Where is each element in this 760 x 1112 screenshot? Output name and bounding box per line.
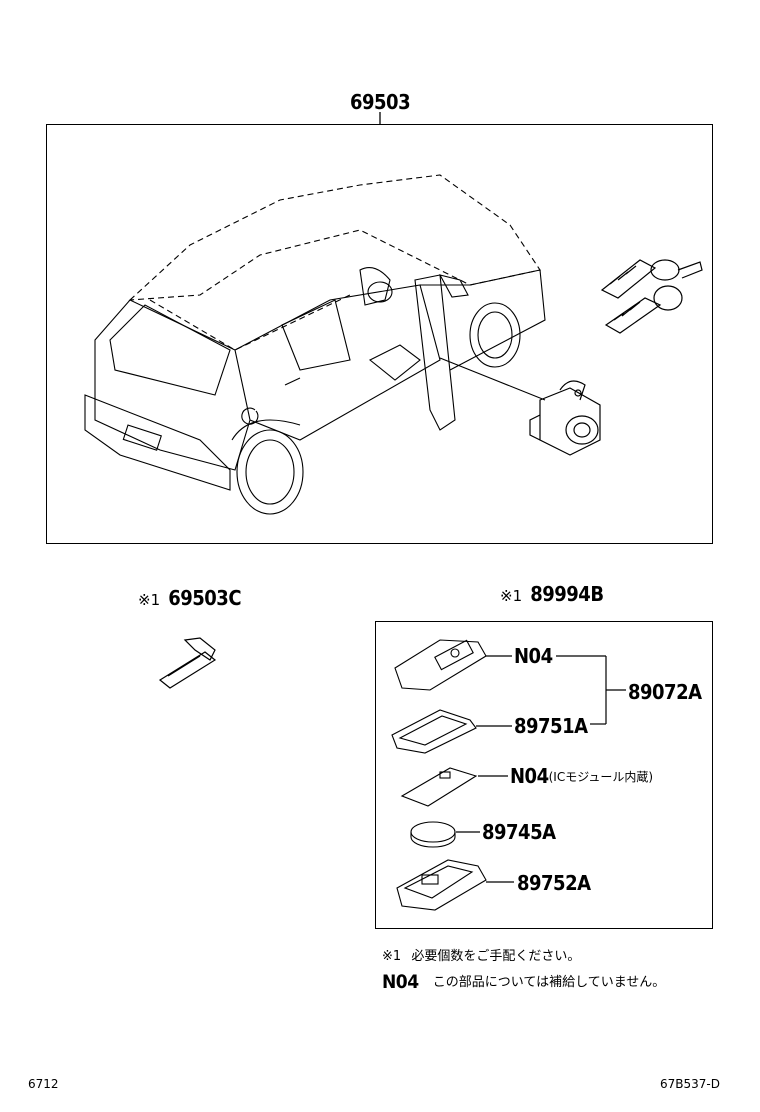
callout-n04-lower[interactable]: N04(ICモジュール内蔵) [510, 766, 653, 787]
note-mark: ※1 [382, 949, 402, 964]
footer-page-code: 6712 [28, 1077, 59, 1091]
note-text: この部品については補給していません。 [432, 975, 666, 990]
asterisk-mark: ※1 [500, 587, 523, 605]
assembly-89072a[interactable]: 89072A [628, 680, 702, 704]
part-number-69503[interactable]: 69503 [350, 90, 411, 114]
ic-module-note: (ICモジュール内蔵) [548, 770, 654, 784]
key-fob-illustrations [391, 639, 487, 911]
key-fob-frame [375, 621, 713, 929]
left-group-label: ※1 69503C [138, 586, 242, 610]
note-required-qty: ※1 必要個数をご手配ください。 [382, 950, 580, 964]
assembly-frame-top [46, 124, 713, 544]
note-not-supplied: N04 この部品については補給していません。 [382, 972, 665, 992]
callout-89745a[interactable]: 89745A [482, 820, 556, 844]
vehicle-illustration [84, 174, 546, 515]
asterisk-mark: ※1 [138, 591, 161, 609]
lock-cylinder-illustration [529, 380, 601, 456]
cylinder-leader-line [439, 357, 546, 401]
part-number-69503c[interactable]: 69503C [168, 586, 242, 610]
note-text: 必要個数をご手配ください。 [411, 949, 581, 964]
mechanical-keys-illustration [600, 259, 703, 334]
right-group-label: ※1 89994B [500, 584, 604, 605]
callout-n04-upper[interactable]: N04 [514, 644, 553, 668]
note-mark-n04: N04 [382, 971, 419, 993]
callout-89751a[interactable]: 89751A [514, 714, 588, 738]
emergency-key-illustration [158, 637, 217, 689]
callout-n04-code: N04 [510, 764, 549, 788]
footer-drawing-id: 67B537-D [660, 1077, 720, 1091]
callout-89752a[interactable]: 89752A [517, 871, 591, 895]
part-number-89994b[interactable]: 89994B [530, 582, 604, 606]
callout-leader-lines [456, 655, 626, 883]
